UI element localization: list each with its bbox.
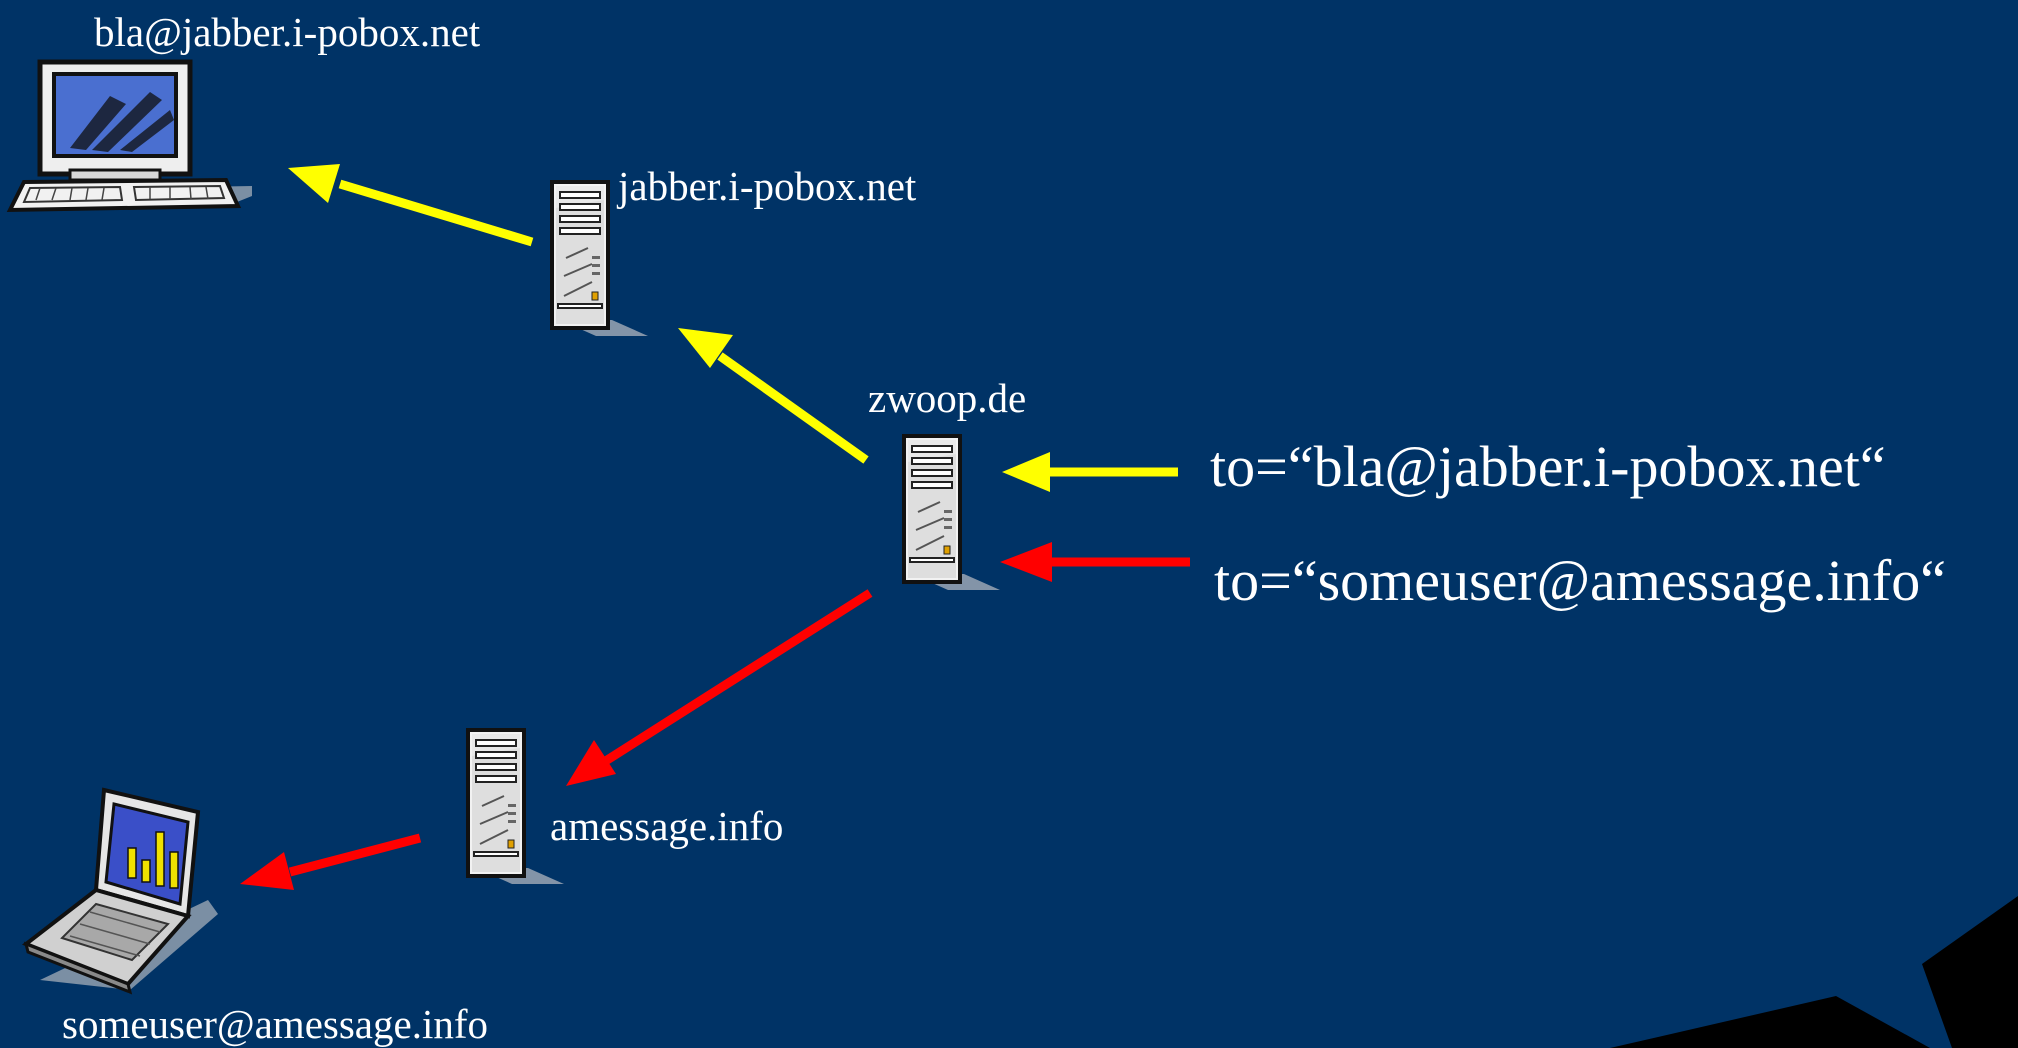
server-amessage-label: amessage.info — [550, 803, 784, 849]
route-red — [240, 542, 1190, 890]
server-tower-icon — [902, 434, 1002, 592]
route-arrow — [601, 589, 873, 766]
message-yellow-label: to=“bla@jabber.i-pobox.net“ — [1210, 434, 1886, 499]
server-jabber-label: jabber.i-pobox.net — [618, 163, 917, 209]
route-arrowhead — [1002, 452, 1050, 492]
route-arrowhead — [566, 740, 616, 786]
corner-shape — [1610, 896, 2018, 1048]
route-arrowhead — [1000, 542, 1052, 582]
client-top-label: bla@jabber.i-pobox.net — [94, 9, 481, 55]
server-zwoop-label: zwoop.de — [868, 375, 1027, 421]
route-yellow — [288, 164, 1178, 492]
client-bottom-label: someuser@amessage.info — [62, 1001, 488, 1047]
route-arrow — [717, 352, 869, 464]
route-arrowhead — [240, 852, 294, 890]
route-arrowhead — [678, 328, 733, 368]
route-arrow — [288, 833, 422, 877]
message-red-label: to=“someuser@amessage.info“ — [1214, 548, 1946, 613]
desktop-computer-icon — [6, 59, 252, 213]
route-arrowhead — [288, 164, 340, 203]
route-arrow — [338, 179, 534, 247]
laptop-icon — [21, 787, 218, 995]
